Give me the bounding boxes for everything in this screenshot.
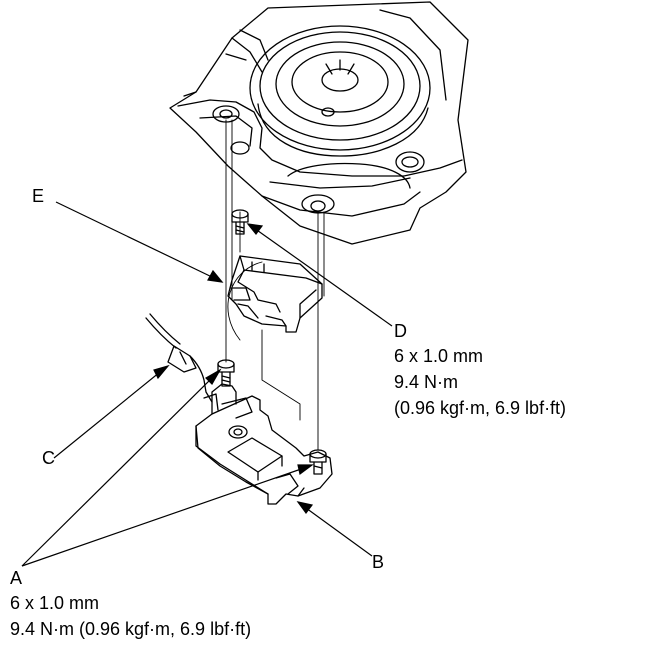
- bolt-a-right: [309, 449, 327, 475]
- speaker-panel: [169, 1, 469, 245]
- spec-d-size: 6 x 1.0 mm: [394, 346, 484, 366]
- bolt-a-left: [217, 359, 235, 387]
- keyhole-mount-lower: [301, 194, 335, 214]
- leader-lines: [21, 201, 393, 567]
- bracket-b: [195, 383, 333, 505]
- connector-c: [145, 313, 213, 403]
- spec-d-torque-nm: 9.4 N·m: [394, 372, 459, 392]
- module-e: [227, 255, 323, 333]
- spec-d-torque-alt: (0.96 kgf·m, 6.9 lbf·ft): [394, 398, 567, 418]
- spec-a-torque: 9.4 N·m (0.96 kgf·m, 6.9 lbf·ft): [10, 619, 252, 639]
- speaker: [249, 25, 431, 157]
- callout-a: A: [10, 568, 23, 588]
- callout-b: B: [372, 552, 385, 572]
- alignment-lines: [225, 119, 325, 451]
- callout-c: C: [42, 448, 55, 468]
- bolt-d: [231, 209, 249, 235]
- callout-d: D: [394, 321, 407, 341]
- callout-e: E: [32, 186, 45, 206]
- spec-a-size: 6 x 1.0 mm: [10, 593, 100, 613]
